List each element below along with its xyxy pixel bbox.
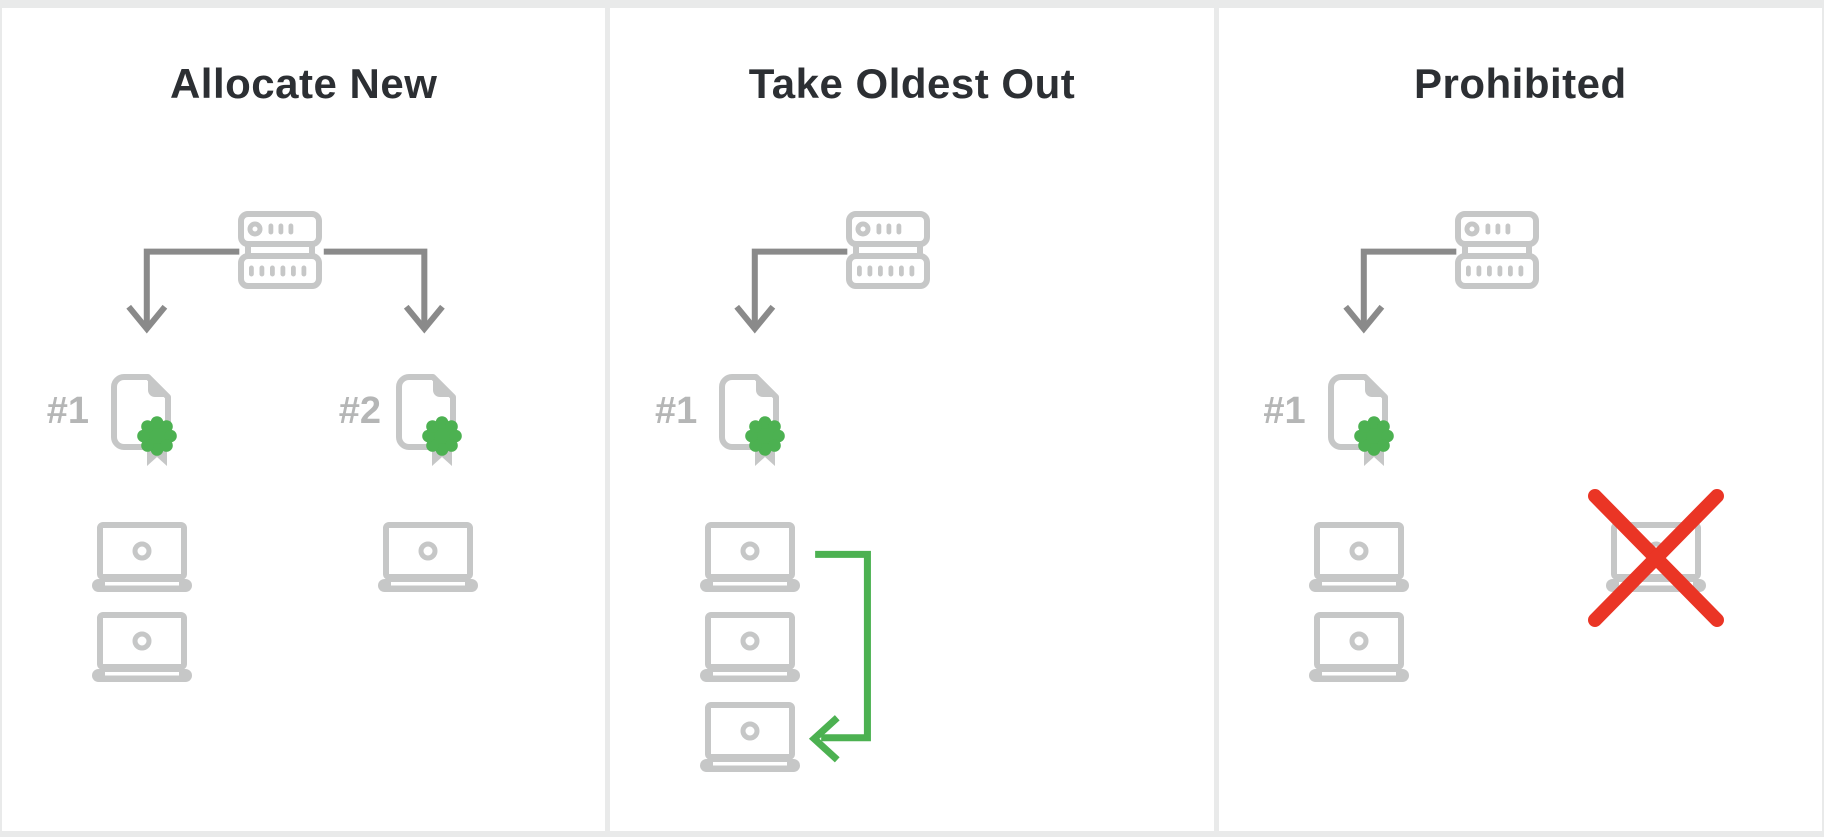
certificate-label: #1 [46,390,89,432]
green-return-arrow-icon [809,550,872,763]
red-cross-icon [1587,489,1724,627]
certificate-label: #2 [338,390,381,432]
certificate-label: #1 [655,390,698,432]
laptop-icon [700,522,800,592]
server-icon [238,211,322,289]
certificate-icon [1328,374,1400,472]
panel-take-oldest-out: Take Oldest Out #1 [610,8,1214,831]
flow-arrows-icon [126,248,445,334]
panel-title: Prohibited [1413,60,1627,107]
laptop-icon [378,522,478,592]
flow-arrows-icon [1343,248,1456,334]
laptop-icon [700,702,800,772]
laptop-icon [1309,612,1409,682]
server-icon [1455,211,1539,289]
panel-title: Allocate New [169,60,438,107]
panel-prohibited: Prohibited #1 [1218,8,1822,831]
panel-title: Take Oldest Out [748,60,1076,107]
certificate-icon [396,374,468,472]
certificate-label: #1 [1263,390,1306,432]
laptop-icon [1309,522,1409,592]
server-icon [846,211,930,289]
laptop-icon [92,522,192,592]
laptop-icon [92,612,192,682]
panel-allocate-new: Allocate New #1 #2 [2,8,606,831]
laptop-icon [700,612,800,682]
certificate-icon [719,374,791,472]
certificate-icon [111,374,183,472]
